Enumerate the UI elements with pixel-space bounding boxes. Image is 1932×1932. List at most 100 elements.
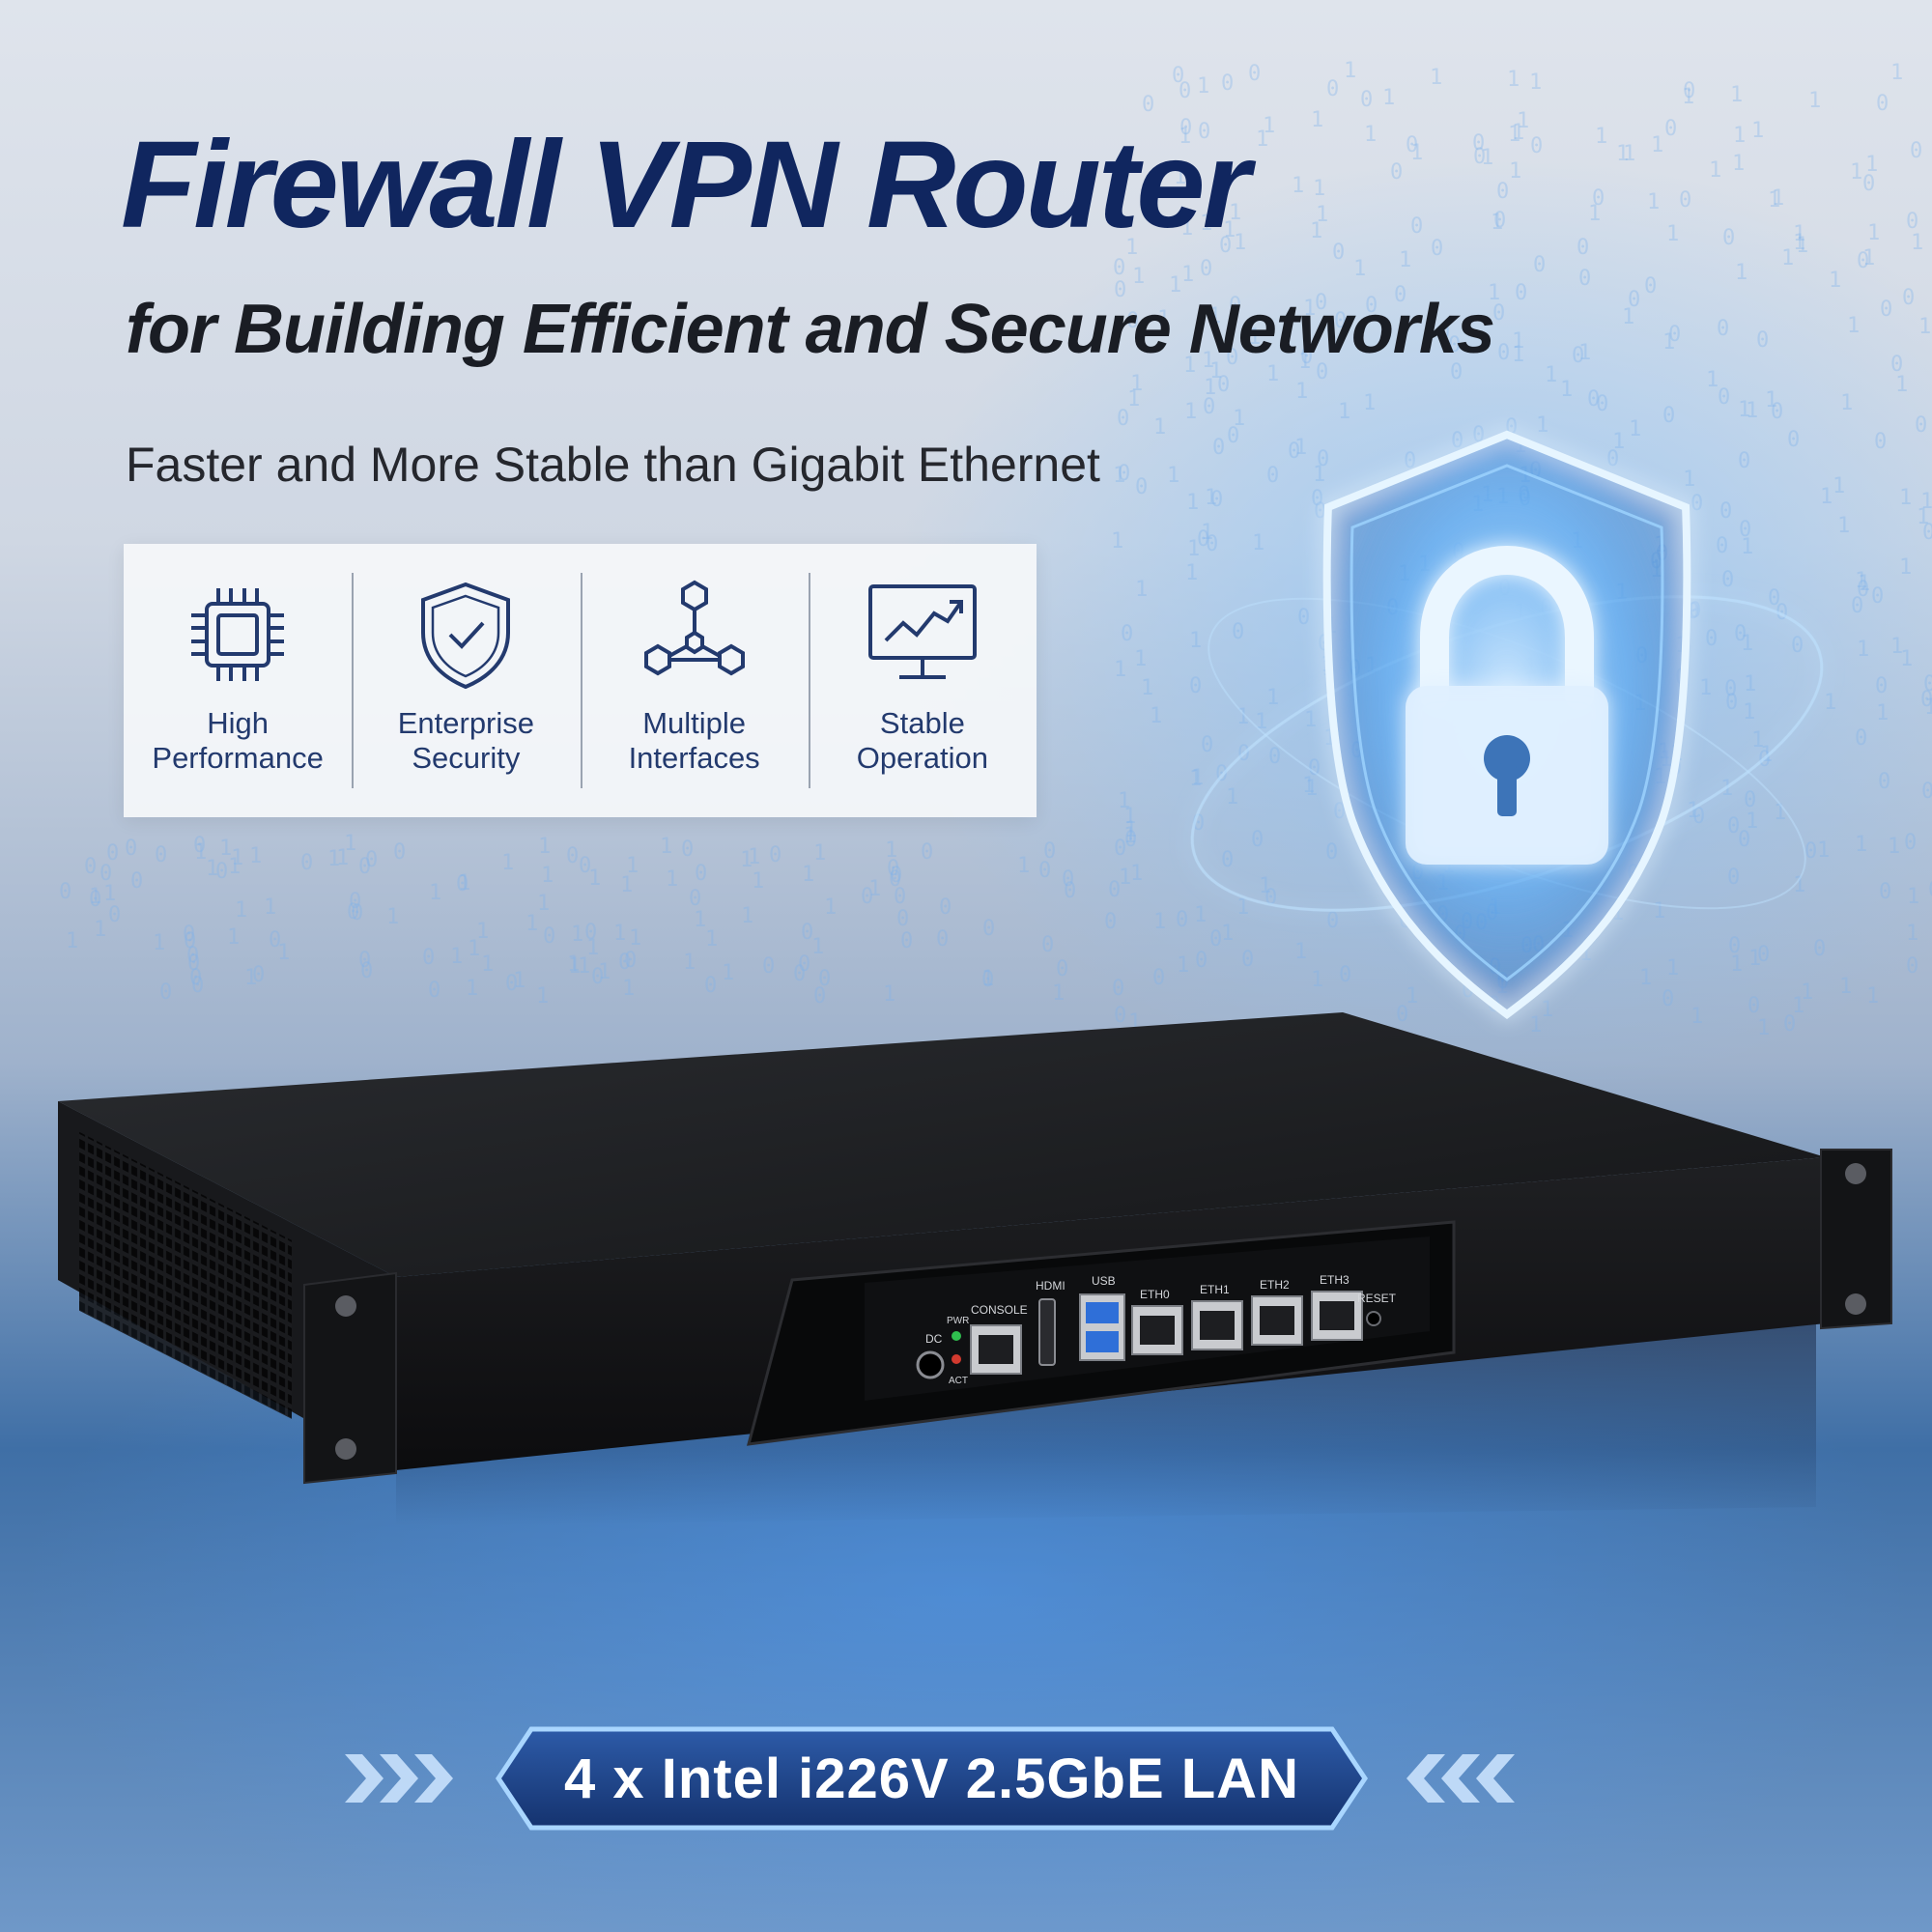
background-digit: 1	[1793, 231, 1805, 255]
background-digit: 1	[1829, 269, 1841, 293]
background-digit: 0	[1179, 79, 1191, 103]
background-digit: 1	[1491, 211, 1503, 235]
background-digit: 0	[1043, 839, 1056, 864]
background-digit: 1	[1226, 785, 1238, 810]
background-digit: 0	[1266, 464, 1279, 488]
background-digit: 0	[1396, 1003, 1408, 1027]
background-digit: 1	[1840, 391, 1853, 415]
background-digit: 0	[1874, 430, 1887, 454]
background-digit: 1	[571, 923, 583, 947]
background-digit: 0	[1360, 88, 1373, 112]
background-digit: 0	[1783, 1012, 1796, 1037]
background-digit: 0	[269, 928, 281, 952]
background-digit: 0	[1530, 134, 1543, 158]
background-digit: 1	[1876, 701, 1889, 725]
badge-frame	[495, 1726, 1369, 1831]
background-digit: 1	[1839, 975, 1852, 999]
background-digit: 0	[1813, 937, 1826, 961]
background-digit: 1	[1180, 216, 1193, 241]
background-digit: 0	[1679, 188, 1691, 213]
background-digit: 1	[1541, 998, 1553, 1022]
background-digit: 0	[1768, 586, 1780, 611]
eth-port-label: ETH2	[1260, 1278, 1290, 1292]
background-digit: 0	[1308, 756, 1321, 781]
background-digit: 0	[1314, 499, 1326, 524]
glowing-shield-lock-icon	[1190, 430, 1824, 1020]
background-digit: 1	[541, 864, 554, 888]
background-digit: 1	[1792, 994, 1804, 1018]
background-digit: 0	[1326, 77, 1339, 101]
background-digit: 0	[1705, 627, 1718, 651]
background-digit: 0	[1497, 341, 1510, 365]
background-digit: 0	[1880, 298, 1892, 322]
background-digit: 0	[1189, 674, 1202, 698]
background-digit: 0	[801, 921, 813, 945]
background-digit: 0	[1410, 214, 1423, 239]
lan-spec-badge: 4 x Intel i226V 2.5GbE LAN	[495, 1725, 1369, 1832]
background-digit: 1	[526, 912, 538, 936]
background-digit: 1	[1353, 257, 1366, 281]
background-digit: 0	[1496, 180, 1509, 204]
background-digit: 1	[1305, 777, 1318, 801]
background-digit: 1	[1918, 315, 1931, 339]
background-digit: 0	[155, 843, 167, 867]
background-digit: 1	[1890, 635, 1903, 659]
background-digit: 1	[1743, 700, 1755, 724]
background-digit: 0	[1690, 492, 1703, 516]
background-digit: 0	[1038, 859, 1051, 883]
background-digit: 0	[1721, 568, 1734, 592]
background-digit: 0	[300, 851, 313, 875]
background-digit: 1	[1123, 824, 1136, 848]
background-digit: 1	[1751, 119, 1764, 143]
background-digit: 1	[1824, 691, 1836, 715]
background-digit: 0	[889, 867, 901, 892]
background-digit: 0	[1113, 256, 1125, 280]
background-digit: 1	[1256, 128, 1268, 152]
background-digit: 1	[537, 892, 550, 916]
background-digit: 0	[896, 907, 909, 931]
background-digit: 0	[1221, 848, 1234, 872]
background-digit: 0	[428, 979, 440, 1003]
background-digit: 0	[1668, 323, 1681, 347]
background-digit: 0	[1493, 209, 1506, 233]
background-digit: 1	[1382, 86, 1395, 110]
background-digit: 1	[1266, 362, 1279, 386]
background-digit: 0	[1871, 584, 1884, 609]
background-digit: 0	[566, 844, 579, 868]
background-digit: 0	[793, 962, 806, 986]
background-digit: 0	[1241, 948, 1254, 972]
background-digit: 1	[327, 847, 340, 871]
background-digit: 1	[1169, 273, 1181, 298]
background-digit: 1	[1310, 219, 1322, 243]
background-digit: 1	[1744, 672, 1756, 696]
background-digit: 1	[536, 984, 549, 1009]
background-digit: 0	[1135, 475, 1148, 499]
background-digit: 1	[1765, 388, 1777, 412]
cpu-chip-icon	[191, 588, 285, 681]
background-digit: 1	[458, 871, 470, 895]
background-digit: 0	[813, 984, 826, 1009]
background-digit: 0	[1448, 333, 1461, 357]
background-digit: 1	[1488, 281, 1500, 305]
background-digit: 1	[1833, 474, 1845, 498]
background-digit: 1	[588, 867, 601, 891]
background-digit: 0	[347, 900, 359, 924]
background-digit: 1	[1134, 647, 1147, 671]
background-digit: 1	[1183, 354, 1196, 378]
background-digit: 0	[1738, 828, 1750, 852]
background-digit: 0	[1923, 672, 1932, 696]
background-digit: 0	[762, 954, 775, 979]
ethernet-port-socket	[1320, 1301, 1354, 1330]
background-digit: 0	[1126, 309, 1139, 333]
background-digit: 0	[1855, 726, 1867, 751]
background-digit: 0	[1209, 927, 1222, 952]
background-digit: 1	[1185, 561, 1198, 585]
background-digit: 0	[1118, 462, 1130, 486]
background-digit: 0	[187, 952, 200, 976]
background-digit: 1	[1900, 647, 1913, 671]
background-digit: 1	[1187, 537, 1200, 561]
background-digit: 1	[1399, 248, 1411, 272]
